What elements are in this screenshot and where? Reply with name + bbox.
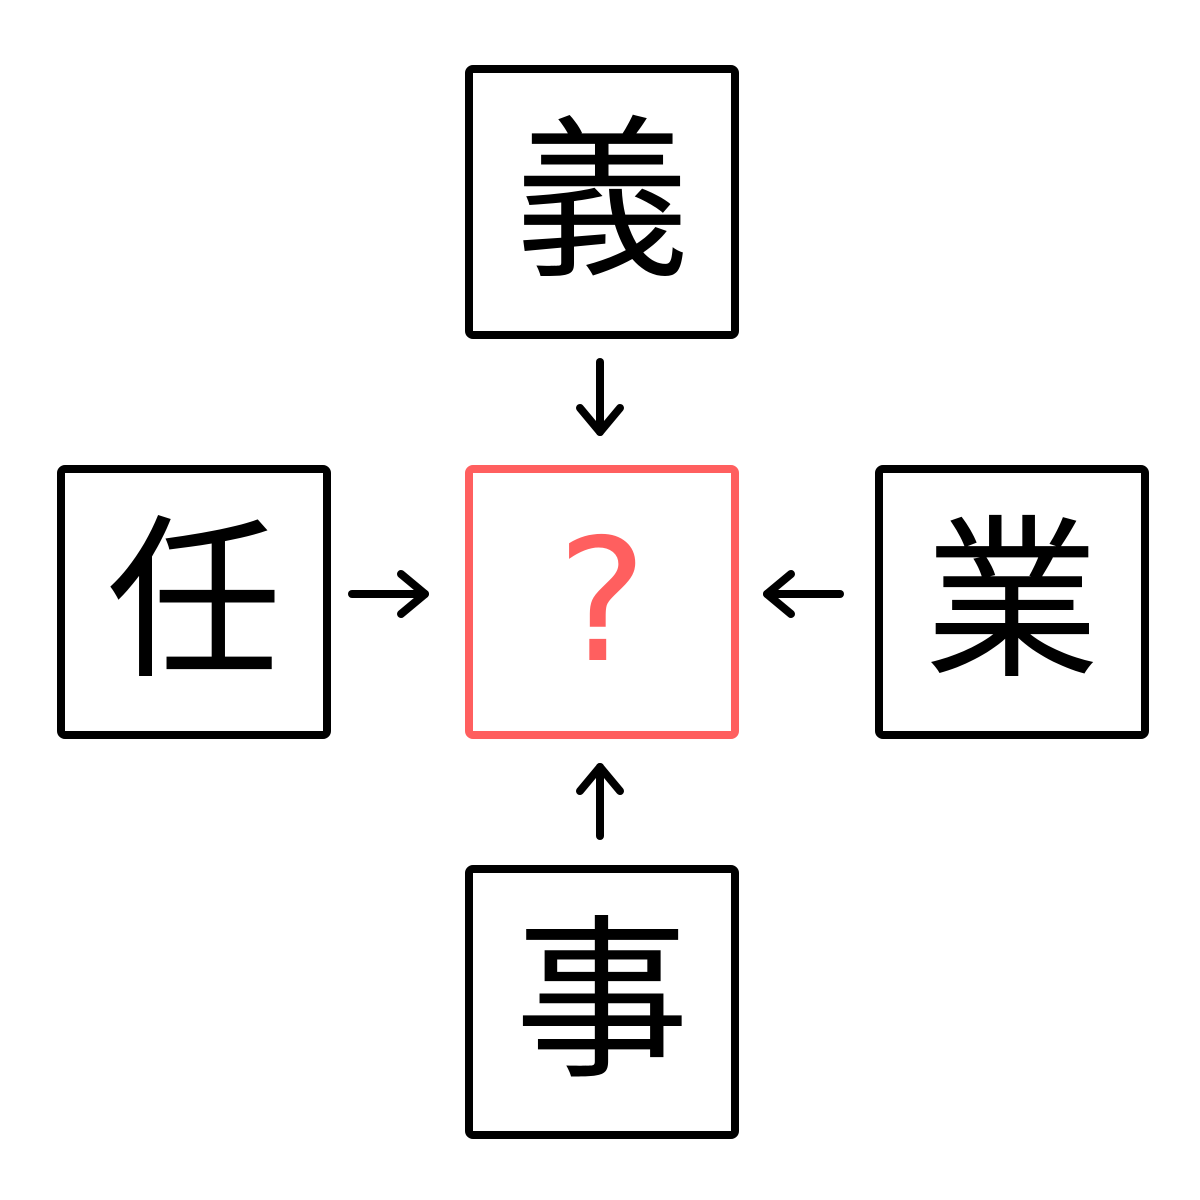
kanji-left: 任 <box>106 500 282 704</box>
arrow-left-icon <box>763 570 844 618</box>
arrow-up-icon <box>576 763 624 840</box>
kanji-right: 業 <box>924 500 1100 704</box>
kanji-box-top: 義 <box>465 65 739 339</box>
kanji-box-bottom: 事 <box>465 865 739 1139</box>
kanji-box-left: 任 <box>57 465 331 739</box>
question-mark: ? <box>556 503 648 701</box>
kanji-box-right: 業 <box>875 465 1149 739</box>
arrow-right-icon <box>348 570 429 618</box>
answer-box[interactable]: ? <box>465 465 739 739</box>
kanji-bottom: 事 <box>514 900 690 1104</box>
kanji-top: 義 <box>514 100 690 304</box>
arrow-down-icon <box>576 358 624 436</box>
